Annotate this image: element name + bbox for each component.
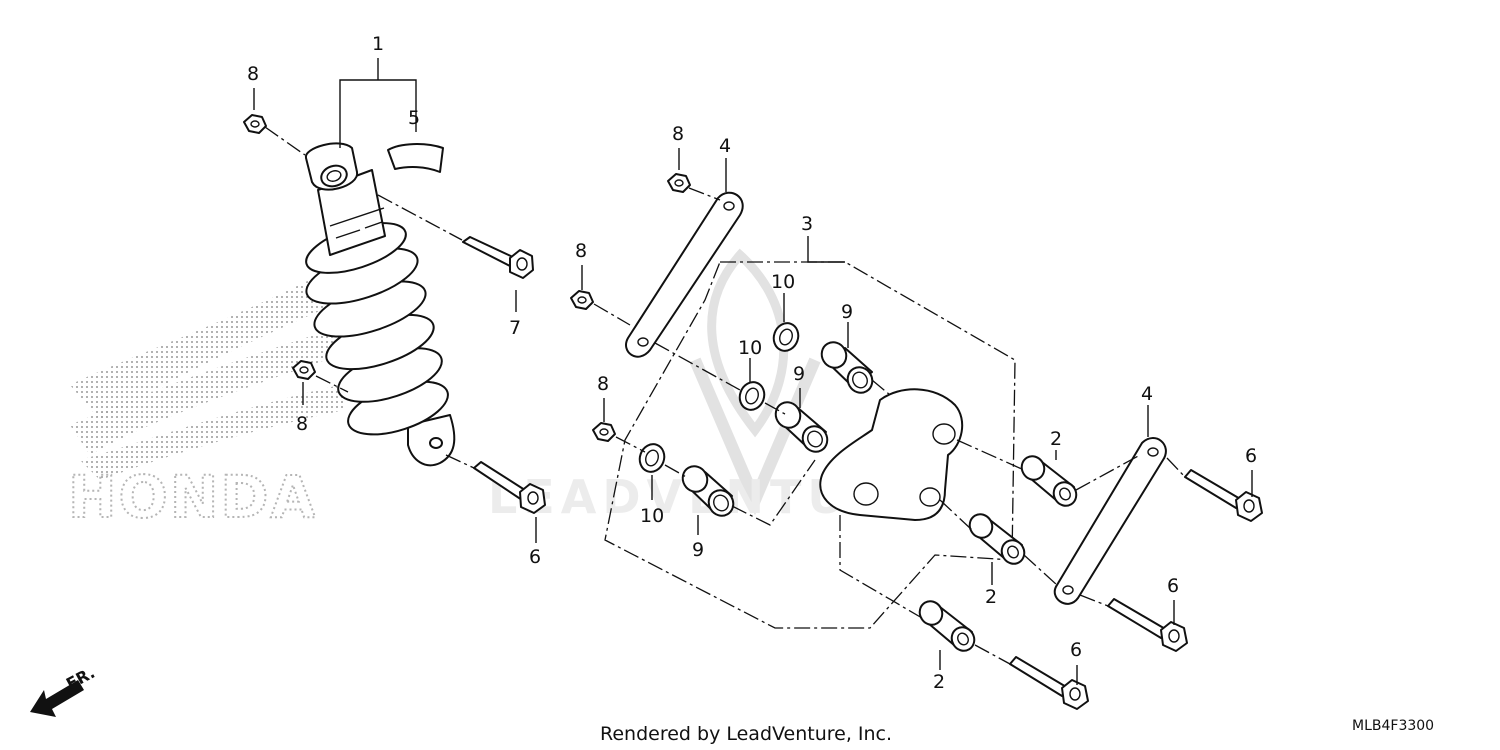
distance-collar xyxy=(1020,455,1078,507)
needle-bearing xyxy=(681,465,735,517)
diagram-code: MLB4F3300 xyxy=(1352,718,1434,734)
callouts: 1 5 8 8 8 8 8 7 6 6 6 6 4 4 3 10 10 10 9… xyxy=(247,33,1257,693)
flange-bolt xyxy=(1107,598,1188,652)
callout-10: 10 xyxy=(640,505,664,527)
needle-bearing xyxy=(774,401,829,453)
callout-8: 8 xyxy=(672,123,684,145)
flange-bolt-upper xyxy=(462,236,534,279)
callout-6: 6 xyxy=(1167,575,1179,597)
callout-2: 2 xyxy=(1050,428,1062,450)
needle-bearing xyxy=(820,341,874,394)
callout-1: 1 xyxy=(372,33,384,55)
flange-bolt xyxy=(1009,656,1089,710)
honda-watermark: HONDA xyxy=(68,463,317,531)
flange-bolt xyxy=(1184,469,1263,522)
callout-9: 9 xyxy=(841,301,853,323)
callout-4: 4 xyxy=(719,135,731,157)
callout-7: 7 xyxy=(509,317,521,339)
flange-nut xyxy=(570,290,594,310)
callout-5: 5 xyxy=(408,107,420,129)
flange-bolt xyxy=(473,461,546,514)
callout-8: 8 xyxy=(597,373,609,395)
callout-2: 2 xyxy=(933,671,945,693)
flange-nut xyxy=(667,173,691,193)
flange-nut xyxy=(592,422,616,442)
honda-wing-logo xyxy=(70,270,345,480)
distance-collar xyxy=(968,513,1026,565)
front-direction-arrow-icon xyxy=(30,680,84,717)
shock-arm-link xyxy=(819,388,964,521)
suspension-link-plate xyxy=(1053,437,1167,605)
credit-text: Rendered by LeadVenture, Inc. xyxy=(600,723,892,745)
callout-10: 10 xyxy=(738,337,762,359)
callout-9: 9 xyxy=(692,539,704,561)
callout-6: 6 xyxy=(1070,639,1082,661)
oil-seal xyxy=(638,443,666,473)
callout-6: 6 xyxy=(1245,445,1257,467)
callout-8: 8 xyxy=(296,413,308,435)
callout-6: 6 xyxy=(529,546,541,568)
callout-3: 3 xyxy=(801,213,813,235)
flange-nut xyxy=(292,360,316,380)
oil-seal xyxy=(738,381,766,411)
rear-shock-absorber xyxy=(304,142,456,467)
callout-4: 4 xyxy=(1141,383,1153,405)
callout-8: 8 xyxy=(575,240,587,262)
callout-9: 9 xyxy=(793,363,805,385)
leader-lines xyxy=(253,58,1253,685)
callout-2: 2 xyxy=(985,586,997,608)
callout-10: 10 xyxy=(771,271,795,293)
distance-collar xyxy=(918,600,976,652)
flange-nut xyxy=(243,114,267,134)
link-assembly-outline xyxy=(604,261,1016,629)
suspension-link-plate xyxy=(625,191,744,358)
callout-8: 8 xyxy=(247,63,259,85)
alignment-lines xyxy=(264,126,1186,665)
oil-seal xyxy=(772,322,800,352)
shock-label-strip xyxy=(387,143,444,173)
